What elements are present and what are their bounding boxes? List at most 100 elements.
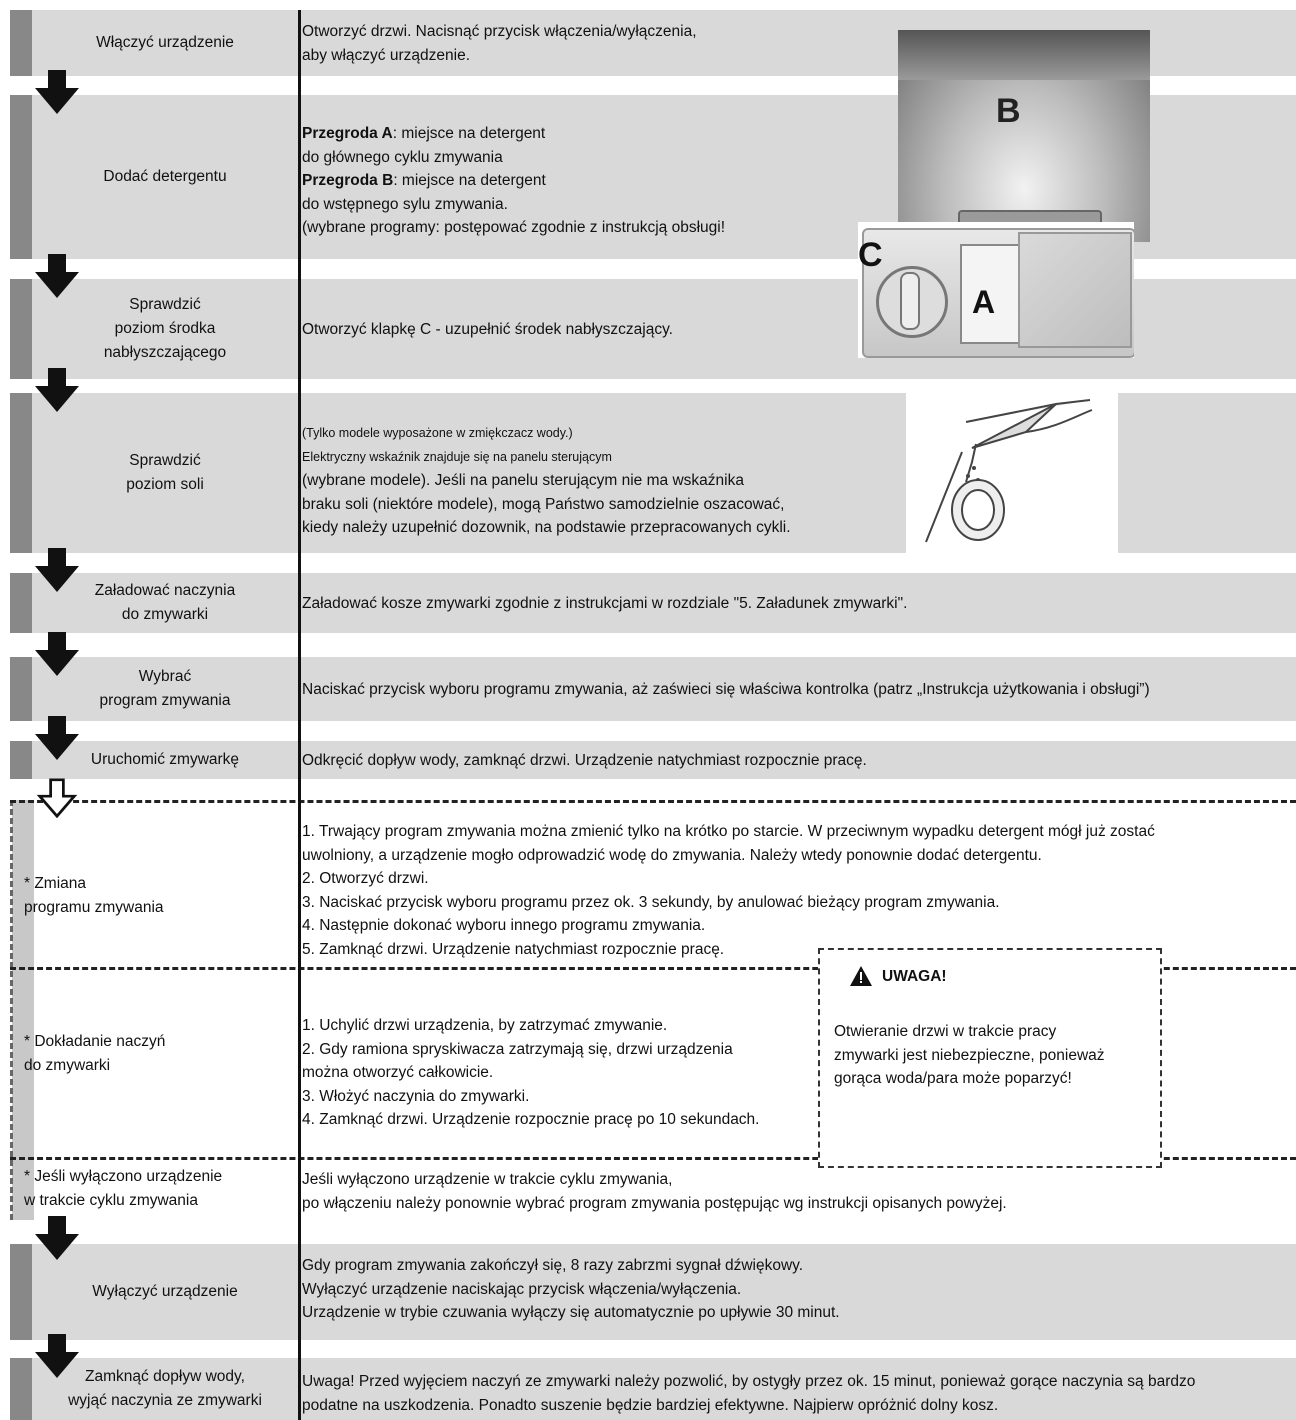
step-label: Zamknąć dopływ wody, wyjąć naczynia ze zm… xyxy=(30,1358,300,1420)
arrow-down-outline-icon xyxy=(36,778,78,818)
dispenser-rim xyxy=(898,30,1150,80)
salt-fill-illustration xyxy=(906,392,1118,554)
step-marker xyxy=(10,10,32,76)
arrow-down-icon xyxy=(35,254,79,298)
label-line: wyjąć naczynia ze zmywarki xyxy=(68,1392,262,1409)
step-label: Uruchomić zmywarkę xyxy=(90,751,240,768)
step-label: * Dokładanie naczyń do zmywarki xyxy=(24,1018,294,1090)
dashed-separator xyxy=(10,800,1296,803)
desc-line: Przegroda A: miejsce na detergent xyxy=(302,122,725,146)
arrow-down-icon xyxy=(35,716,79,760)
step-marker xyxy=(10,657,32,721)
warning-icon xyxy=(850,966,872,986)
step-marker xyxy=(10,1358,32,1420)
desc-line: 1. Uchylić drzwi urządzenia, by zatrzyma… xyxy=(302,1017,668,1034)
label-line: nabłyszczającego xyxy=(103,344,227,361)
desc-line: Gdy program zmywania zakończył się, 8 ra… xyxy=(302,1257,804,1274)
desc-line: Wyłączyć urządzenie naciskając przycisk … xyxy=(302,1280,742,1298)
dispenser-photo-b: B xyxy=(898,30,1150,242)
step-marker xyxy=(10,741,32,779)
desc-line: Naciskać przycisk wyboru programu zmywan… xyxy=(302,681,1150,698)
dashed-separator xyxy=(10,1157,1296,1160)
step-marker xyxy=(10,95,32,259)
desc-line: Odkręcić dopływ wody, zamknąć drzwi. Urz… xyxy=(302,752,867,769)
step-description: (Tylko modele wyposażone w zmiękczacz wo… xyxy=(302,422,791,540)
dispenser-lid xyxy=(1018,232,1132,348)
step-row-12 xyxy=(10,1358,1296,1420)
desc-line: 1. Trwający program zmywania można zmien… xyxy=(302,823,1155,840)
step-marker xyxy=(10,1244,32,1340)
label-line: * Zmiana xyxy=(24,875,87,892)
compartment-name: Przegroda A xyxy=(302,125,393,142)
step-description: Naciskać przycisk wyboru programu zmywan… xyxy=(302,678,1150,702)
step-description: Jeśli wyłączono urządzenie w trakcie cyk… xyxy=(302,1168,1007,1215)
label-line: * Dokładanie naczyń xyxy=(24,1033,166,1050)
desc-line: (Tylko modele wyposażone w zmiękczacz wo… xyxy=(302,426,573,440)
desc-line: Otworzyć drzwi. Nacisnąć przycisk włącze… xyxy=(302,23,697,40)
label-line: w trakcie cyklu zmywania xyxy=(24,1192,198,1209)
step-description: Otworzyć drzwi. Nacisnąć przycisk włącze… xyxy=(302,20,697,67)
label-line: Sprawdzić xyxy=(129,296,201,313)
desc-text: : miejsce na detergent xyxy=(392,125,546,142)
desc-line: Urządzenie w trybie czuwania wyłączy się… xyxy=(302,1304,840,1321)
step-description: Otworzyć klapkę C - uzupełnić środek nab… xyxy=(302,318,673,342)
label-line: Załadować naczynia xyxy=(94,582,236,599)
desc-text: : miejsce na detergent xyxy=(393,172,546,189)
step-row-5 xyxy=(10,573,1296,633)
dispenser-photo-ca: C A xyxy=(858,222,1134,358)
desc-line: (wybrane modele). Jeśli na panelu steruj… xyxy=(302,472,744,489)
desc-line: można otworzyć całkowicie. xyxy=(302,1064,494,1081)
desc-line: Uwaga! Przed wyjęciem naczyń ze zmywarki… xyxy=(302,1373,1196,1390)
letter-a: A xyxy=(972,284,996,320)
step-description: Załadować kosze zmywarki zgodnie z instr… xyxy=(302,592,907,616)
arrow-down-icon xyxy=(35,548,79,592)
desc-line: 4. Następnie dokonać wyboru innego progr… xyxy=(302,917,706,934)
warning-line: gorąca woda/para może poparzyć! xyxy=(834,1070,1072,1087)
desc-line: podatne na uszkodzenia. Ponadto suszenie… xyxy=(302,1396,999,1414)
desc-line: 4. Zamknąć drzwi. Urządzenie rozpocznie … xyxy=(302,1111,760,1128)
step-description: Odkręcić dopływ wody, zamknąć drzwi. Urz… xyxy=(302,749,867,773)
label-line: poziom środka xyxy=(114,320,216,337)
desc-line: do głównego cyklu zmywania xyxy=(302,148,503,166)
dashed-separator xyxy=(10,967,1296,970)
step-row-11 xyxy=(10,1244,1296,1340)
warning-title: UWAGA! xyxy=(882,968,947,985)
arrow-down-icon xyxy=(35,1334,79,1378)
label-line: do zmywarki xyxy=(24,1057,111,1074)
desc-line: Otworzyć klapkę C - uzupełnić środek nab… xyxy=(302,321,673,338)
desc-line: Elektryczny wskaźnik znajduje się na pan… xyxy=(302,449,612,464)
warning-line: Otwieranie drzwi w trakcie pracy xyxy=(834,1023,1057,1040)
step-label: Sprawdzić poziom środka nabłyszczającego xyxy=(30,279,300,379)
desc-line: 2. Otworzyć drzwi. xyxy=(302,870,429,887)
compartment-name: Przegroda B xyxy=(302,172,394,189)
label-line: Sprawdzić xyxy=(129,452,201,469)
dial-knob xyxy=(900,272,920,330)
desc-line: 3. Naciskać przycisk wyboru programu prz… xyxy=(302,893,1000,911)
warning-text: Otwieranie drzwi w trakcie pracy zmywark… xyxy=(834,1020,1154,1091)
step-marker xyxy=(10,393,32,553)
desc-line: do wstępnego sylu zmywania. xyxy=(302,195,508,213)
label-line: poziom soli xyxy=(126,476,204,493)
desc-line: 2. Gdy ramiona spryskiwacza zatrzymają s… xyxy=(302,1040,733,1058)
step-label: Dodać detergentu xyxy=(103,168,227,185)
arrow-down-icon xyxy=(35,368,79,412)
desc-line: 5. Zamknąć drzwi. Urządzenie natychmiast… xyxy=(302,940,725,958)
step-description: 1. Trwający program zmywania można zmien… xyxy=(302,820,1155,961)
label-line: program zmywania xyxy=(99,692,231,709)
desc-line: braku soli (niektóre modele), mogą Państ… xyxy=(302,495,785,513)
label-line: Zamknąć dopływ wody, xyxy=(85,1368,245,1385)
column-divider xyxy=(298,10,301,1420)
letter-b: B xyxy=(996,92,1021,130)
optional-left-border xyxy=(10,800,13,1220)
step-row-6 xyxy=(10,657,1296,721)
step-description: Przegroda A: miejsce na detergent do głó… xyxy=(302,122,725,240)
salt-icon xyxy=(925,399,1093,543)
step-marker xyxy=(10,279,32,379)
desc-line: aby włączyć urządzenie. xyxy=(302,46,470,64)
desc-line: uwolniony, a urządzenie mogło odprowadzi… xyxy=(302,846,1042,864)
step-description: 1. Uchylić drzwi urządzenia, by zatrzyma… xyxy=(302,1014,760,1132)
step-row-7 xyxy=(10,741,1296,779)
